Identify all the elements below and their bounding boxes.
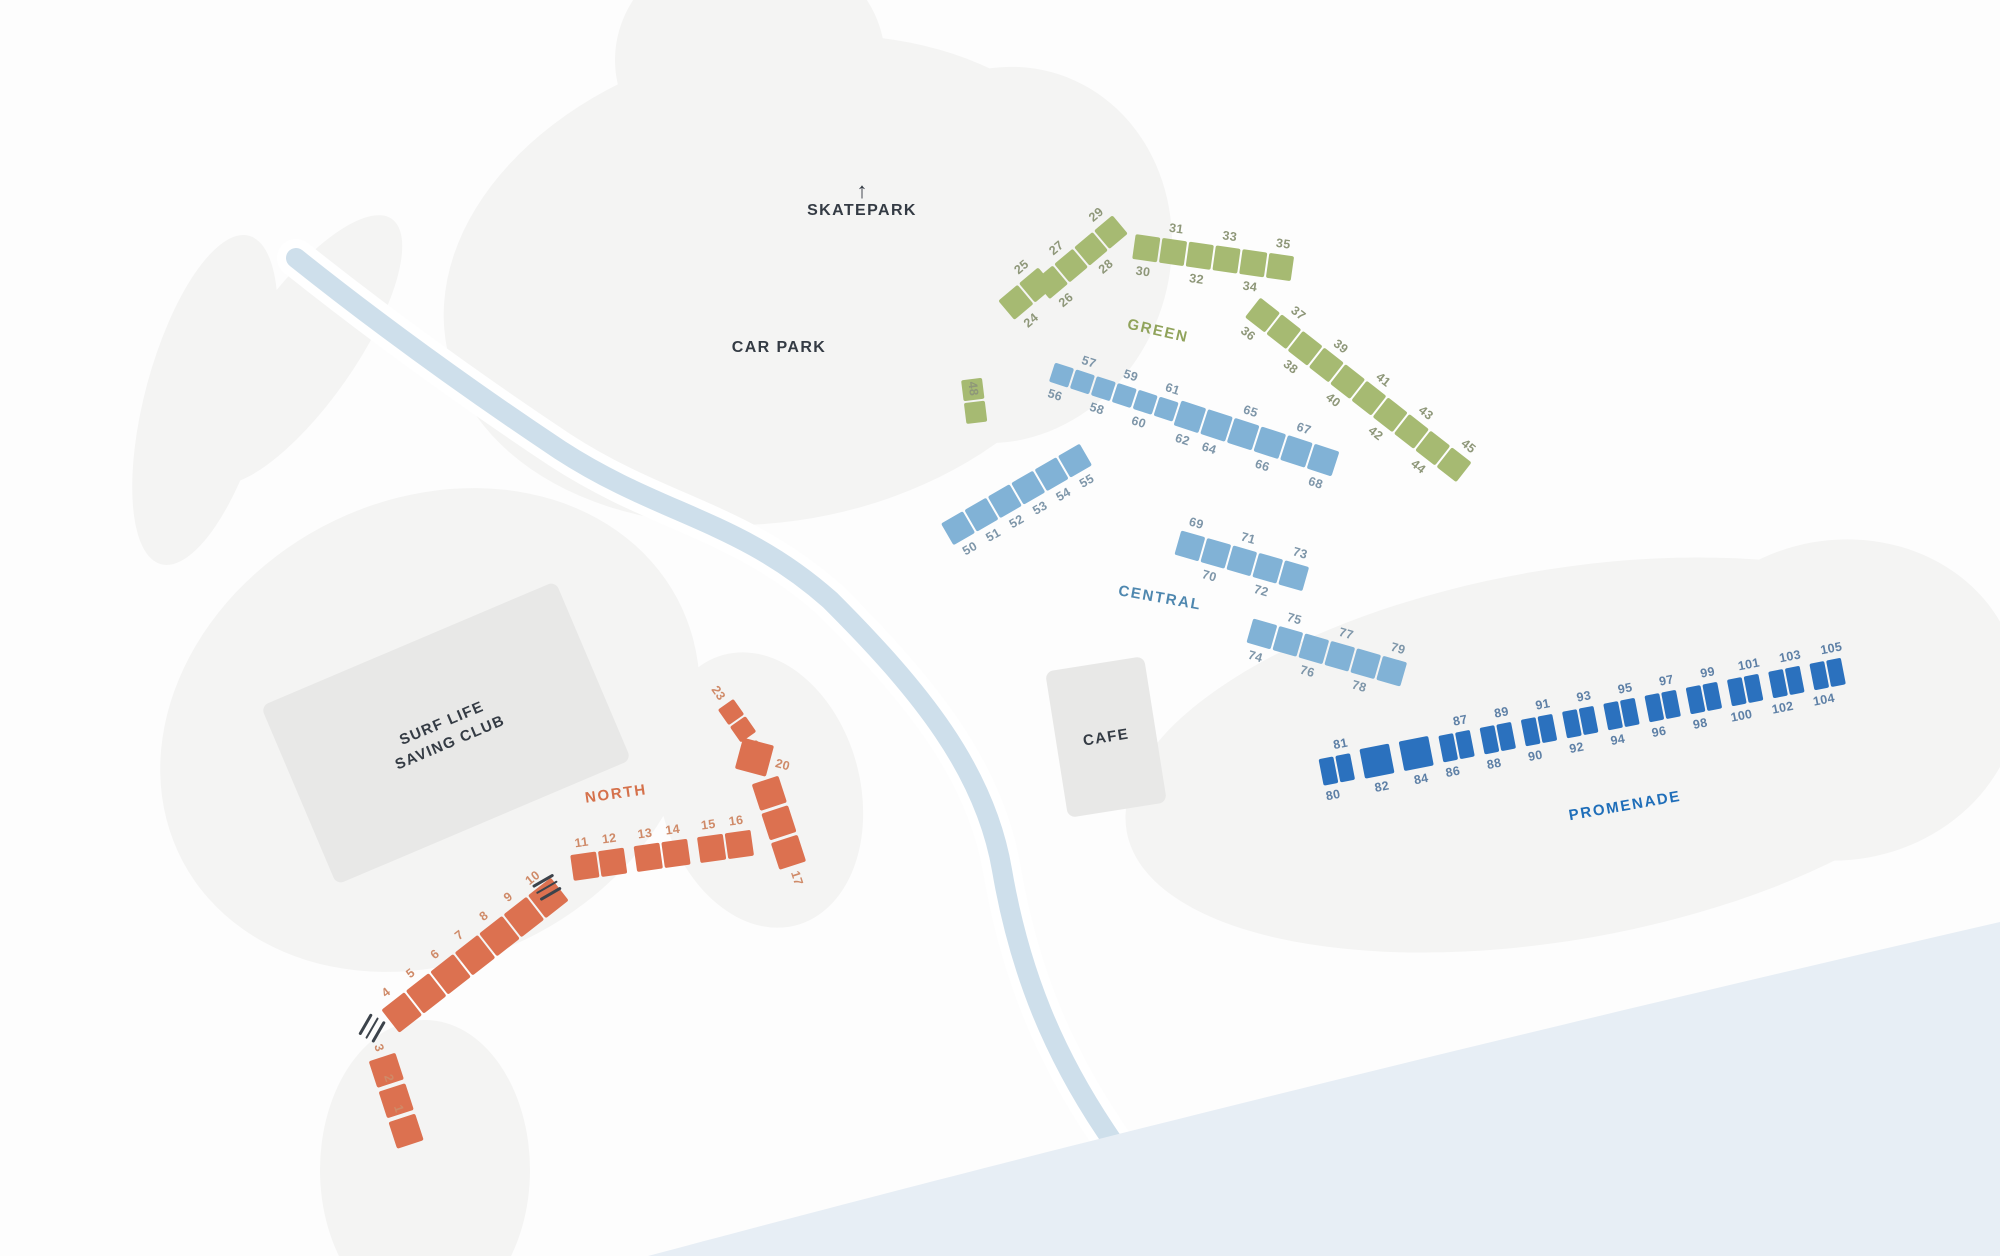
hut-34[interactable]: 34: [1239, 248, 1268, 294]
hut-30[interactable]: 30: [1132, 233, 1161, 279]
hut-14[interactable]: 14: [661, 822, 691, 869]
hut-33[interactable]: 33: [1212, 228, 1241, 274]
land-blob: [827, 66, 1173, 444]
hut-number: 88: [1485, 755, 1503, 772]
hut-number: 31: [1168, 220, 1185, 237]
cafe-label: CAFE: [1081, 724, 1131, 750]
hut-number: 95: [1616, 679, 1634, 697]
land-blob: [1660, 539, 2000, 861]
hut-number: 92: [1568, 739, 1585, 756]
hut-number: 86: [1444, 763, 1462, 780]
hut-number: 30: [1134, 263, 1152, 279]
hut-number: 84: [1412, 770, 1430, 788]
hut-number: 11: [573, 834, 590, 851]
hut-number: 12: [601, 830, 618, 847]
hut-11[interactable]: 11: [570, 835, 600, 881]
hut-13[interactable]: 13: [633, 826, 663, 872]
hut-15[interactable]: 15: [696, 817, 727, 864]
skatepark-landmark: ↑ SKATEPARK: [792, 180, 932, 220]
hut-number: 98: [1691, 715, 1709, 732]
hut-number: 82: [1373, 778, 1391, 795]
hut-number: 80: [1324, 786, 1342, 803]
hut-number: 15: [700, 816, 717, 833]
hut-number: 35: [1275, 235, 1292, 252]
hut-number: 93: [1575, 687, 1593, 705]
hut-35[interactable]: 35: [1265, 235, 1295, 281]
up-arrow-icon: ↑: [856, 178, 868, 203]
hut-12[interactable]: 12: [597, 831, 628, 877]
stream: [286, 248, 1172, 1230]
surf-club-label: SURF LIFE SAVING CLUB: [384, 691, 509, 776]
skatepark-label: SKATEPARK: [807, 202, 917, 219]
land-blob: [132, 235, 278, 565]
car-park-label: CAR PARK: [731, 339, 827, 356]
hut-number: 32: [1188, 270, 1205, 287]
sea: [648, 922, 2000, 1256]
hut-number: 96: [1650, 723, 1668, 740]
hut-number: 90: [1526, 747, 1544, 764]
hut-84[interactable]: 84: [1398, 735, 1434, 787]
hut-number: 91: [1534, 695, 1552, 713]
hut-number: 99: [1699, 663, 1716, 681]
hut-number: 48: [965, 380, 982, 397]
hut-number: 89: [1492, 703, 1510, 721]
hut-number: 14: [664, 821, 681, 838]
land-blob: [320, 1020, 530, 1256]
hut-number: 87: [1451, 711, 1469, 729]
hut-32[interactable]: 32: [1185, 241, 1214, 286]
hut-number: 81: [1331, 735, 1349, 752]
hut-number: 16: [727, 812, 745, 829]
hut-number: 13: [636, 825, 654, 842]
hut-82[interactable]: 82: [1359, 743, 1395, 795]
hut-31[interactable]: 31: [1158, 220, 1188, 266]
hut-number: 34: [1241, 278, 1259, 294]
hut-number: 33: [1221, 227, 1239, 244]
hut-number: 97: [1657, 671, 1675, 689]
hut-16[interactable]: 16: [724, 813, 755, 860]
hut-number: 94: [1609, 731, 1627, 748]
hut-48[interactable]: 48: [964, 381, 988, 424]
